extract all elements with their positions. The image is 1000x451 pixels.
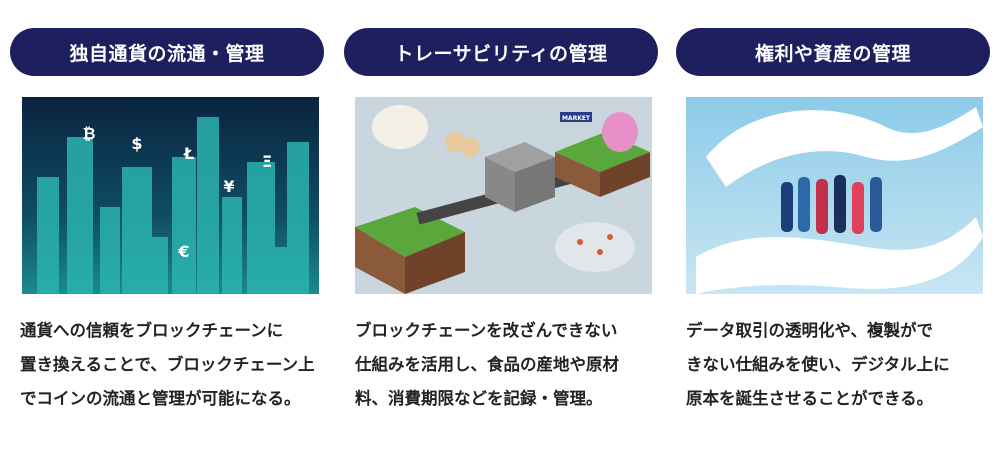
desc-line: データ取引の透明化や、複製がで: [686, 321, 934, 340]
card-title: 独自通貨の流通・管理: [10, 28, 324, 76]
yen-icon: ¥: [223, 177, 234, 196]
euro-icon: €: [177, 242, 189, 261]
food-supply-chain-illustration: MARKET: [355, 97, 652, 294]
card-description: 通貨への信頼をブロックチェーンに 置き換えることで、ブロックチェーン上 でコイン…: [20, 314, 330, 416]
hands-svg: [696, 107, 983, 294]
desc-line: 置き換えることで、ブロックチェーン上: [20, 355, 315, 374]
desc-line: 仕組みを活用し、食品の産地や原材: [355, 355, 619, 374]
desc-line: きない仕組みを使い、デジタル上に: [686, 355, 950, 374]
desc-line: 料、消費期限などを記録・管理。: [355, 389, 603, 408]
supply-chain-svg: MARKET: [355, 105, 650, 294]
litecoin-icon: Ł: [183, 144, 194, 163]
dollar-icon: $: [131, 134, 142, 153]
card-title: 権利や資産の管理: [676, 28, 990, 76]
card-title: トレーサビリティの管理: [344, 28, 658, 76]
market-sign: MARKET: [562, 115, 591, 122]
desc-line: でコインの流通と管理が可能になる。: [20, 389, 301, 408]
desc-line: 通貨への信頼をブロックチェーンに: [20, 321, 284, 340]
ethereum-icon: Ξ: [262, 152, 272, 171]
desc-line: ブロックチェーンを改ざんできない: [355, 321, 618, 340]
hands-protecting-people-illustration: [686, 97, 983, 294]
cryptocurrency-city-illustration: ₿ $ Ł ¥ € Ξ: [22, 97, 319, 294]
city-svg: ₿ $ Ł ¥ € Ξ: [37, 117, 309, 294]
bitcoin-icon: ₿: [82, 124, 95, 143]
card-description: ブロックチェーンを改ざんできない 仕組みを活用し、食品の産地や原材 料、消費期限…: [355, 314, 665, 416]
card-description: データ取引の透明化や、複製がで きない仕組みを使い、デジタル上に 原本を誕生させ…: [686, 314, 996, 416]
desc-line: 原本を誕生させることができる。: [686, 389, 934, 408]
